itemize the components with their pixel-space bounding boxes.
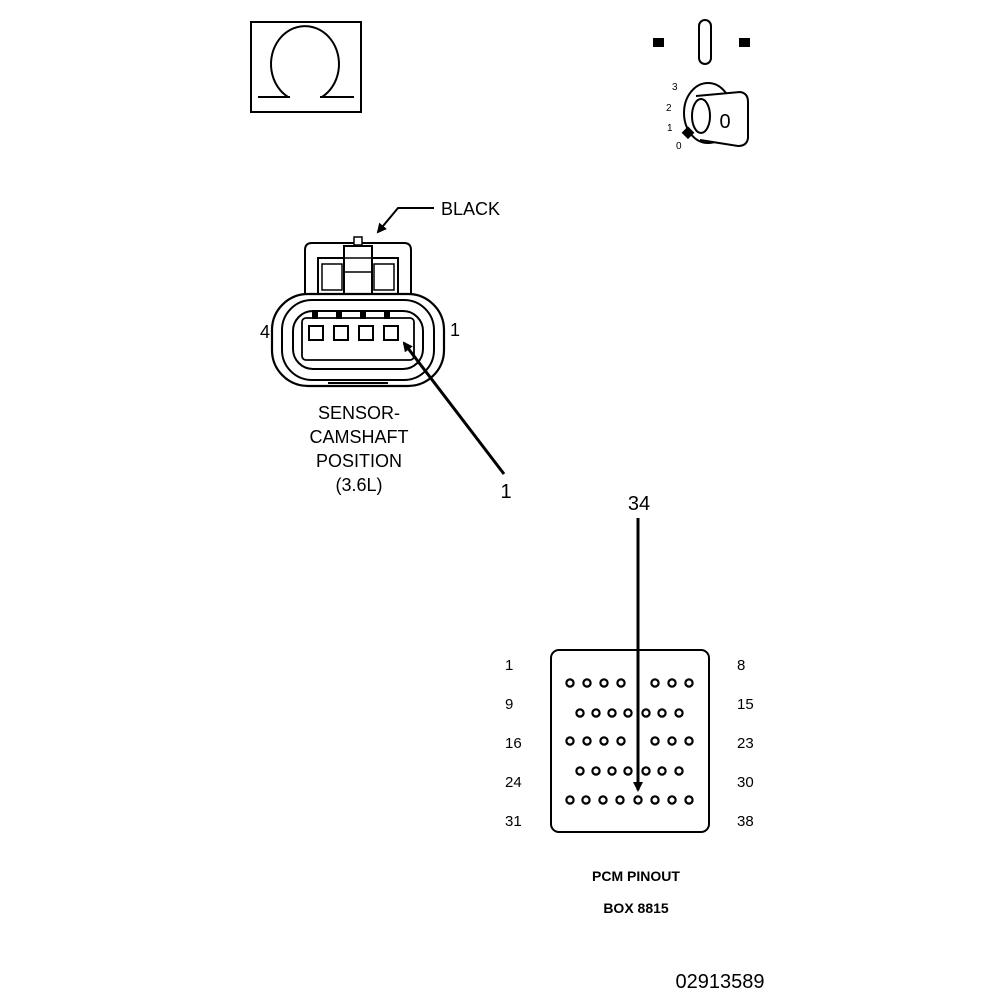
pcm-pin	[684, 736, 694, 746]
pcm-pin-grid	[565, 678, 694, 805]
figure-id: 02913589	[676, 971, 765, 993]
pcm-pin	[650, 678, 660, 688]
pcm-pin	[607, 766, 617, 776]
pcm-pin	[623, 708, 633, 718]
pcm-pin	[667, 795, 677, 805]
key-position-3: 3	[672, 82, 678, 93]
pcm-right-pin-label: 23	[737, 735, 754, 752]
pcm-pin	[623, 766, 633, 776]
pcm-pin	[615, 795, 625, 805]
key-position-0: 0	[676, 141, 682, 152]
pcm-pinout: 34 1 9 16 24 31 8 15 23 30 38 PCM PINOUT…	[505, 493, 754, 916]
pcm-left-pin-label: 24	[505, 774, 522, 791]
pcm-pin	[667, 736, 677, 746]
key-value: 0	[719, 111, 730, 133]
pcm-pin	[599, 678, 609, 688]
pcm-right-pin-label: 38	[737, 813, 754, 830]
camshaft-sensor-connector: BLACK 4 1 SENSOR- CAMSHAFT POSITION (3.6…	[260, 199, 512, 503]
pcm-pin	[565, 736, 575, 746]
pcm-title-line-1: PCM PINOUT	[592, 868, 680, 884]
pcm-pin	[607, 708, 617, 718]
connector-callout-pin-label: 1	[500, 481, 511, 503]
pcm-right-pin-label: 8	[737, 657, 745, 674]
pcm-left-pin-label: 31	[505, 813, 522, 830]
pcm-pin	[581, 795, 591, 805]
pcm-left-pin-label: 9	[505, 696, 513, 713]
pcm-pin	[591, 708, 601, 718]
pcm-pin	[667, 678, 677, 688]
pcm-pin	[657, 766, 667, 776]
pcm-pin	[591, 766, 601, 776]
connector-name-line-3: POSITION	[316, 451, 402, 471]
pcm-pin	[650, 795, 660, 805]
pcm-right-pin-label: 15	[737, 696, 754, 713]
connector-pin-right-label: 1	[450, 320, 460, 340]
connector-name-line-4: (3.6L)	[335, 475, 382, 495]
key-position-1: 1	[667, 123, 673, 134]
pcm-pin	[684, 678, 694, 688]
key-position-2: 2	[666, 103, 672, 114]
ignition-key-off-icon: 3 2 1 0 0	[653, 19, 750, 152]
pcm-connector-face	[550, 649, 710, 833]
pcm-pin	[575, 766, 585, 776]
pcm-pin	[616, 736, 626, 746]
pcm-pin	[641, 766, 651, 776]
ohmmeter-icon	[250, 21, 362, 113]
pcm-pin	[657, 708, 667, 718]
pcm-pin	[674, 766, 684, 776]
pcm-pin	[582, 678, 592, 688]
pcm-pin	[616, 678, 626, 688]
pcm-pin	[650, 736, 660, 746]
connector-name-line-1: SENSOR-	[318, 403, 400, 423]
pcm-left-pin-label: 16	[505, 735, 522, 752]
pcm-right-pin-label: 30	[737, 774, 754, 791]
connector-name-line-2: CAMSHAFT	[310, 427, 409, 447]
pcm-pin	[575, 708, 585, 718]
pcm-pin	[674, 708, 684, 718]
pcm-pin	[582, 736, 592, 746]
pcm-left-pin-label: 1	[505, 657, 513, 674]
pcm-pin	[684, 795, 694, 805]
pcm-pin	[599, 736, 609, 746]
pcm-callout-pin-label: 34	[628, 493, 650, 515]
pcm-pin	[565, 795, 575, 805]
pcm-pin	[633, 795, 643, 805]
connector-color-label: BLACK	[441, 199, 500, 219]
pcm-pin	[641, 708, 651, 718]
pcm-pin	[598, 795, 608, 805]
pcm-title-line-2: BOX 8815	[603, 900, 669, 916]
connector-pin-left-label: 4	[260, 322, 270, 342]
connector-callout-arrow	[402, 341, 506, 475]
pcm-pin	[565, 678, 575, 688]
